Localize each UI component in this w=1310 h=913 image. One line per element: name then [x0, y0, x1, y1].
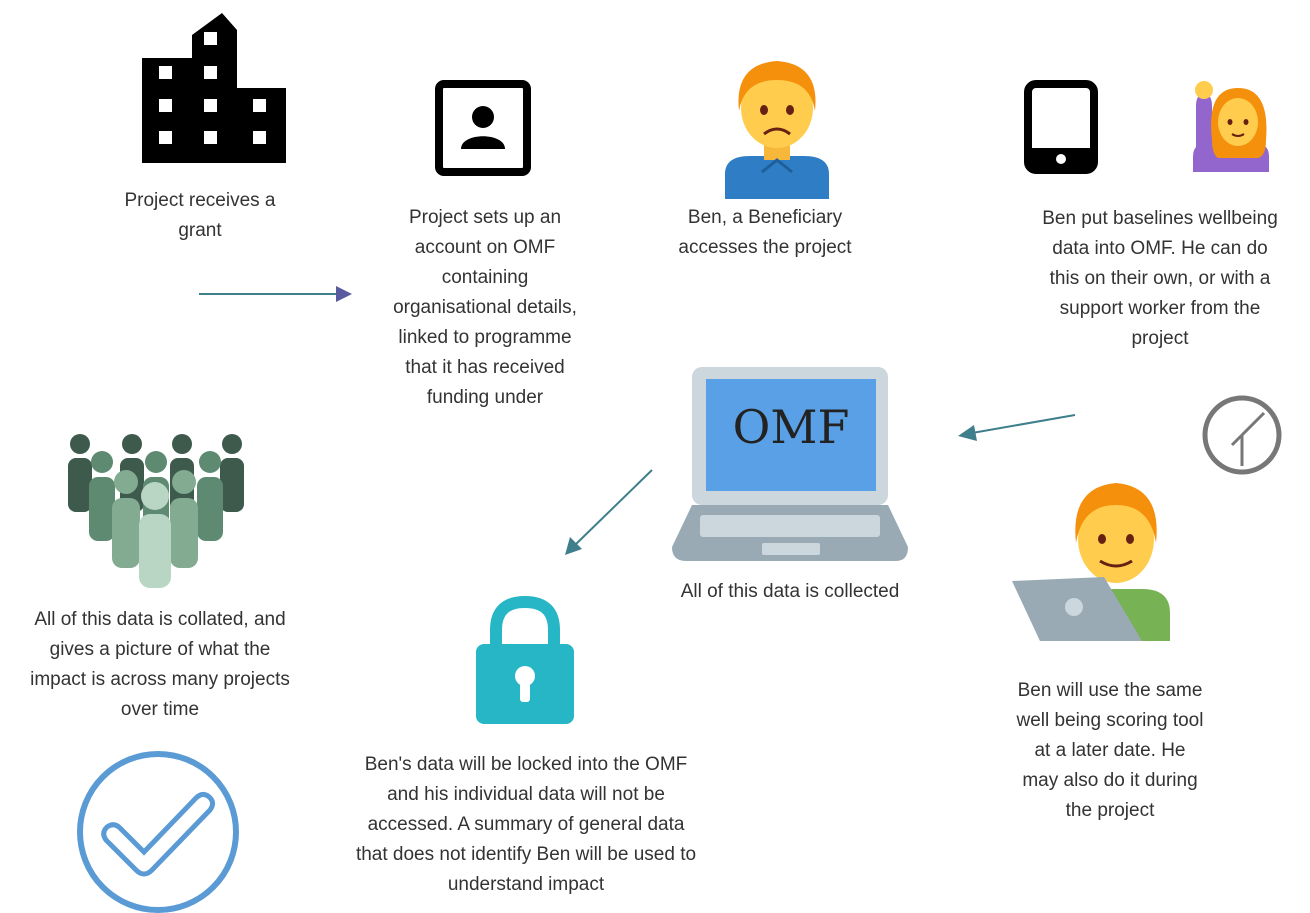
building-icon — [142, 13, 286, 163]
woman-raising-hand-icon — [1193, 81, 1269, 172]
laptop-icon — [672, 367, 908, 561]
man-with-laptop-icon — [1012, 483, 1170, 641]
arrow-omf-to-locked — [565, 469, 653, 555]
contact-card-icon — [435, 80, 531, 176]
step-collated-text: All of this data is collated, and gives … — [30, 609, 290, 720]
arrow-grant-to-account — [199, 286, 352, 302]
step-grant-text: Project receives a grant — [124, 190, 276, 241]
step-locked-text: Ben's data will be locked into the OMF a… — [355, 754, 697, 895]
step-beneficiary-text: Ben, a Beneficiary accesses the project — [678, 207, 852, 258]
step-collected-text: All of this data is collected — [680, 581, 900, 602]
man-frowning-icon — [725, 61, 829, 199]
crowd-icon — [68, 434, 244, 588]
clock-icon — [1202, 395, 1282, 475]
step-later-text: Ben will use the same well being scoring… — [1016, 680, 1204, 821]
arrow-baseline-to-omf — [958, 414, 1076, 441]
laptop-screen-label: OMF — [732, 400, 850, 454]
checkmark-circle-icon — [77, 751, 239, 913]
step-account-text: Project sets up an account on OMF contai… — [393, 207, 577, 408]
tablet-icon — [1024, 80, 1098, 174]
step-baseline-text: Ben put baselines wellbeing data into OM… — [1042, 208, 1278, 349]
padlock-icon — [476, 595, 574, 724]
